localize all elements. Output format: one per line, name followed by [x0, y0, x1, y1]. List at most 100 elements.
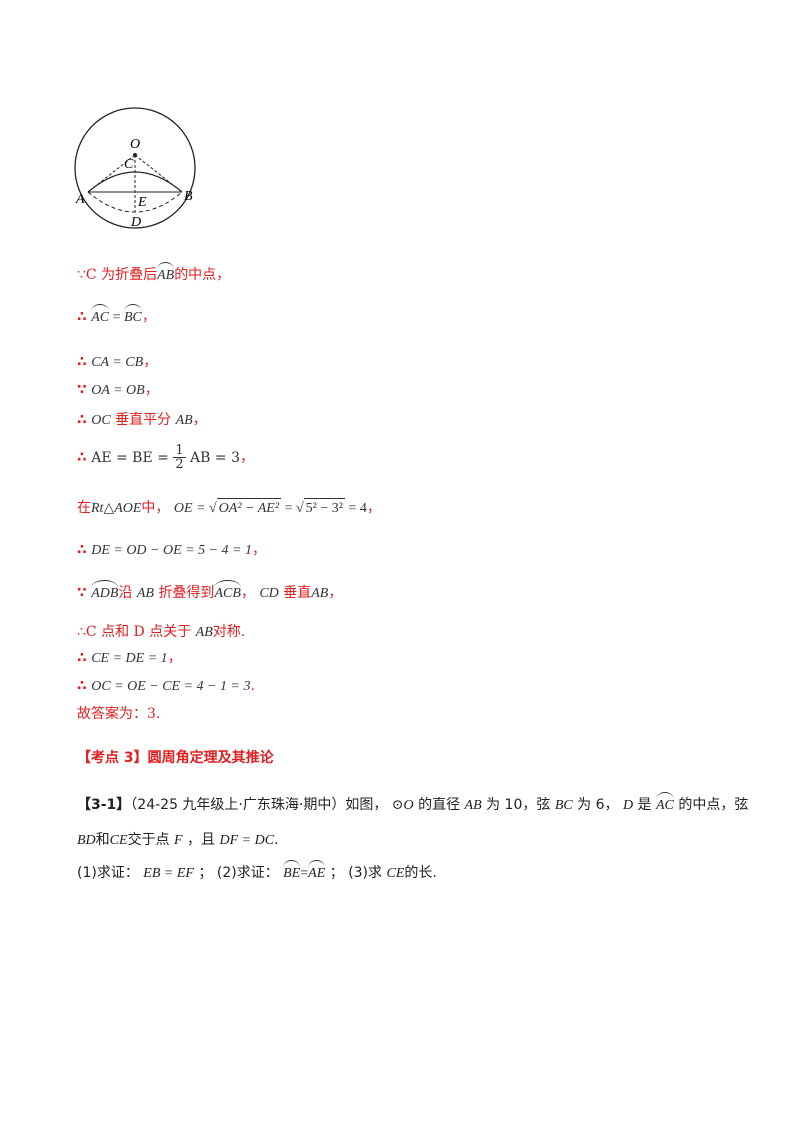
circle-o-symbol: ⊙O [391, 798, 414, 813]
text: ， [144, 382, 159, 398]
radical-1: OA² − AE² [216, 498, 282, 519]
equation: OE = √OA² − AE² = √5² − 3² = 4 [173, 498, 367, 519]
solution-line-13: 故答案为：3. [77, 704, 160, 724]
equation: OA = OB [91, 383, 145, 398]
text: OE = [173, 501, 206, 516]
solution-line-5: ∴ OC 垂直平分 AB， [77, 410, 207, 431]
math-bd: BD [77, 833, 96, 848]
text: ， [143, 354, 158, 370]
math-ab: AB [464, 798, 482, 813]
arc-equation: AC = BC [91, 304, 142, 325]
text: 垂直 [283, 585, 312, 601]
text: ， [240, 585, 255, 601]
solution-line-10: ∴C 点和 D 点关于 AB对称. [77, 622, 245, 643]
text: ∵C 为折叠后 [77, 267, 158, 283]
text: 是 [637, 797, 652, 813]
solution-line-8: ∴ DE = OD − OE = 5 − 4 = 1， [77, 540, 266, 561]
text: ， [328, 585, 343, 601]
geometry-figure: O C A B E D [74, 107, 196, 230]
text: 为 10，弦 [486, 797, 551, 813]
text: ， [167, 650, 182, 666]
text: 为 6， [577, 797, 619, 813]
math-ce: CE [109, 833, 128, 848]
therefore-symbol: ∴ [77, 678, 87, 694]
math-df-dc: DF = DC [219, 833, 275, 848]
text: 的中点， [174, 267, 231, 283]
math-ab: AB [311, 586, 329, 601]
math-cd: CD [259, 586, 279, 601]
arc-adb: ADB [91, 580, 119, 604]
text: 的长. [404, 865, 437, 881]
problem-line-3: (1)求证： EB = EF ； (2)求证： BE=AE ； (3)求 CE的… [77, 860, 437, 884]
solution-line-7: 在Rt△AOE中， OE = √OA² − AE² = √5² − 3² = 4… [77, 498, 381, 519]
therefore-symbol: ∴ [77, 542, 87, 558]
equation: CA = CB [91, 355, 144, 370]
text: ， [192, 412, 207, 428]
text: AE = BE = [91, 449, 169, 466]
solution-line-2: ∴ AC = BC， [77, 304, 156, 328]
text: ， [141, 309, 156, 325]
math-eb-ef: EB = EF [143, 866, 194, 881]
text: . [250, 678, 255, 694]
math-ce: CE [386, 866, 405, 881]
problem-line-2: BD和CE交于点 F ，且 DF = DC. [77, 830, 279, 851]
answer-text: 故答案为：3. [77, 706, 161, 722]
triangle-aoe: Rt△AOE [91, 501, 142, 516]
text: = [284, 501, 293, 516]
text: ； [329, 865, 344, 881]
equation: DE = OD − OE = 5 − 4 = 1 [91, 543, 252, 558]
solution-line-11: ∴ CE = DE = 1， [77, 648, 182, 669]
because-symbol: ∵ [77, 585, 87, 601]
math-oc: OC [91, 413, 111, 428]
text: = [300, 866, 309, 881]
text: ， [366, 500, 381, 516]
arc-ac: AC [656, 792, 674, 816]
equation: CE = DE = 1 [91, 651, 168, 666]
text: = [112, 310, 121, 325]
label-o: O [130, 137, 140, 152]
text: ，且 [187, 832, 216, 848]
arc-acb: ACB [214, 580, 242, 604]
text: ； [198, 865, 213, 881]
arc-ab: AB [157, 262, 175, 286]
math-bc: BC [554, 798, 573, 813]
circle-o [74, 107, 196, 229]
label-c: C [124, 157, 134, 172]
label-e: E [137, 195, 147, 210]
denominator: 2 [175, 457, 184, 472]
text: 如图， [345, 797, 388, 813]
arc-bc: BC [124, 304, 142, 328]
label-a: A [75, 192, 85, 207]
text: ∴C 点和 D 点关于 [77, 624, 192, 640]
math-d: D [622, 798, 634, 813]
text: 垂直平分 [115, 412, 172, 428]
text: 的直径 [418, 797, 461, 813]
therefore-symbol: ∴ [77, 412, 87, 428]
solution-line-4: ∵ OA = OB， [77, 380, 159, 401]
text: = 4 [348, 501, 367, 516]
solution-line-9: ∵ ADB沿 AB 折叠得到ACB， CD 垂直AB， [77, 580, 342, 604]
text: AB = 3 [190, 449, 240, 466]
text: 中， [141, 500, 170, 516]
segment-ob [134, 154, 183, 193]
question-1: (1)求证： [77, 865, 139, 881]
text: 交于点 [127, 832, 170, 848]
question-3: (3)求 [348, 865, 383, 881]
math-f: F [174, 833, 183, 848]
text: . [274, 832, 279, 848]
text: 在 [77, 500, 91, 516]
math-ab: AB [175, 413, 193, 428]
section-title: 【考点 3】圆周角定理及其推论 [77, 750, 274, 766]
equation: OC = OE − CE = 4 − 1 = 3 [91, 679, 251, 694]
label-d: D [130, 215, 141, 230]
solution-line-3: ∴ CA = CB， [77, 352, 157, 373]
text: 对称. [212, 624, 246, 640]
problem-tag: 【3-1】 [77, 797, 131, 813]
solution-line-12: ∴ OC = OE − CE = 4 − 1 = 3. [77, 676, 255, 697]
solution-line-1: ∵C 为折叠后AB的中点， [77, 262, 230, 286]
text: ， [251, 542, 266, 558]
text: 折叠得到 [158, 585, 215, 601]
